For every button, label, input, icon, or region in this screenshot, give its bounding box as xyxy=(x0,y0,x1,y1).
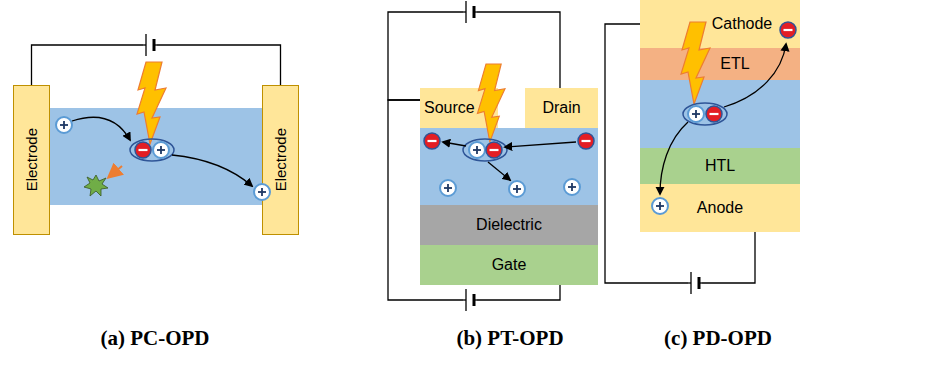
battery-symbol xyxy=(474,299,477,300)
light-bolt xyxy=(137,62,166,144)
light-bolt xyxy=(681,22,710,104)
battery-symbol xyxy=(688,282,691,283)
layer-label: ETL xyxy=(720,55,749,73)
battery-symbol xyxy=(473,6,476,18)
battery-symbol xyxy=(463,299,466,300)
hole xyxy=(440,180,456,196)
carrier-path xyxy=(172,155,252,186)
battery-symbol xyxy=(145,34,146,56)
battery-symbol xyxy=(463,0,477,25)
electron xyxy=(424,133,440,149)
layer-label: Gate xyxy=(492,256,527,274)
battery-symbol xyxy=(473,294,476,306)
carrier-path xyxy=(660,122,688,194)
hole xyxy=(652,198,668,214)
electron xyxy=(780,22,796,38)
battery-symbol xyxy=(688,270,702,296)
battery-symbol xyxy=(463,287,477,313)
light-bolt xyxy=(477,64,505,142)
layer-label: Anode xyxy=(697,199,743,217)
hole xyxy=(254,184,270,200)
active-layer xyxy=(50,108,262,205)
battery-symbol xyxy=(463,0,477,25)
circuit-wire xyxy=(32,45,281,85)
electron xyxy=(135,142,151,158)
electron xyxy=(706,106,722,122)
cathode-layer: Cathode xyxy=(640,0,800,48)
layer-label: Dielectric xyxy=(476,216,542,234)
layer-label: Electrode xyxy=(272,128,289,191)
anode-layer: Anode xyxy=(640,184,800,232)
battery-symbol xyxy=(465,289,466,311)
hole xyxy=(56,117,72,133)
battery-symbol xyxy=(153,39,156,51)
panel-caption: (c) PD-OPD xyxy=(664,326,772,351)
hole xyxy=(688,106,704,122)
battery-symbol xyxy=(143,32,157,58)
circuit-wire xyxy=(388,12,560,100)
battery-symbol xyxy=(698,277,701,289)
carrier-path xyxy=(72,117,130,140)
battery-symbol xyxy=(463,287,477,313)
hole xyxy=(509,181,525,197)
battery-symbol xyxy=(143,44,146,45)
hole xyxy=(153,142,169,158)
layer-label: Source xyxy=(424,99,475,117)
htl-layer: HTL xyxy=(640,148,800,184)
battery-symbol xyxy=(154,44,157,45)
dielectric-layer: Dielectric xyxy=(420,205,598,245)
carrier-path xyxy=(505,142,576,147)
hole xyxy=(469,142,485,158)
electrode: Electrode xyxy=(262,85,299,235)
source-contact: Source xyxy=(420,88,498,128)
electron xyxy=(486,142,502,158)
carrier-path xyxy=(724,44,786,107)
exciton xyxy=(683,103,727,125)
panel-caption: (b) PT-OPD xyxy=(456,326,563,351)
battery-symbol xyxy=(690,272,691,294)
drain-contact: Drain xyxy=(525,88,598,128)
layer-label: Drain xyxy=(542,99,580,117)
layer-label: Cathode xyxy=(712,15,773,33)
battery-symbol xyxy=(688,270,702,296)
exciton xyxy=(130,139,174,161)
carrier-path xyxy=(443,142,466,146)
panel-caption: (a) PC-OPD xyxy=(100,326,209,351)
etl-layer: ETL xyxy=(640,48,800,80)
battery-symbol xyxy=(463,11,466,12)
active-layer xyxy=(420,128,598,205)
layer-label: HTL xyxy=(705,157,735,175)
carrier-path xyxy=(488,162,510,180)
exciton xyxy=(463,139,507,161)
electron xyxy=(578,133,594,149)
active-layer xyxy=(640,80,800,148)
electrode: Electrode xyxy=(13,85,50,235)
battery-symbol xyxy=(474,11,477,12)
battery-symbol xyxy=(143,32,157,58)
quench-arrow xyxy=(109,166,122,177)
hole xyxy=(564,179,580,195)
gate-layer: Gate xyxy=(420,245,598,285)
trap-site xyxy=(84,175,108,196)
layer-label: Electrode xyxy=(23,128,40,191)
battery-symbol xyxy=(699,282,702,283)
battery-symbol xyxy=(465,1,466,23)
